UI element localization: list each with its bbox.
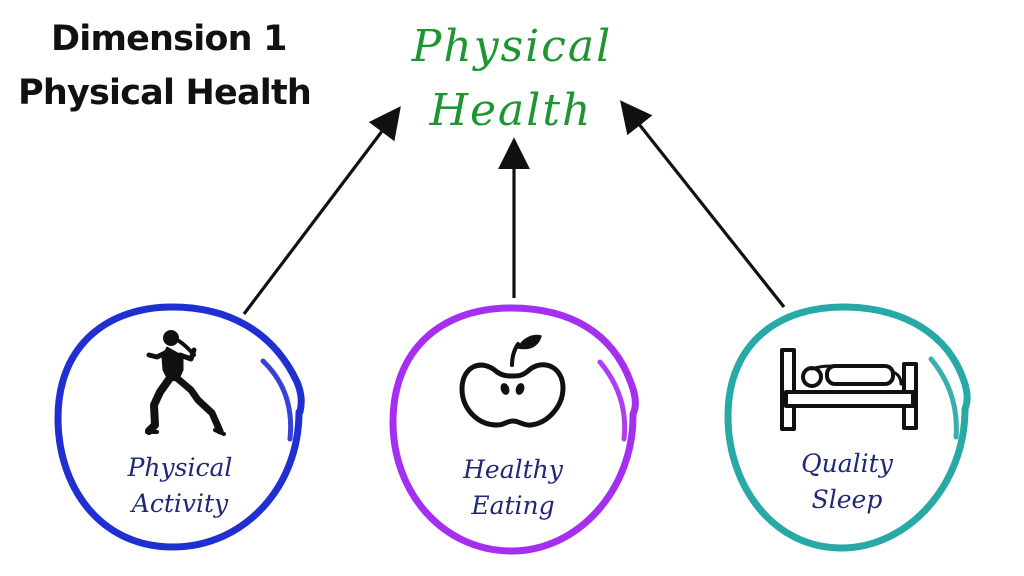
ring-quality-sleep bbox=[724, 303, 971, 552]
quality-sleep-line-1: Quality bbox=[801, 449, 893, 478]
physical-activity-line-2: Activity bbox=[131, 489, 229, 519]
runner-icon bbox=[145, 330, 226, 436]
apple-icon bbox=[459, 334, 566, 428]
physical-activity-label: Physical Activity bbox=[128, 450, 233, 523]
quality-sleep-label: Quality Sleep bbox=[801, 446, 893, 519]
ring-physical-activity bbox=[54, 303, 305, 551]
dimension-heading: Dimension 1 Physical Health bbox=[18, 12, 338, 121]
quality-sleep-line-2: Sleep bbox=[811, 485, 883, 515]
arrow-left bbox=[242, 106, 401, 315]
healthy-eating-line-1: Healthy bbox=[463, 455, 563, 484]
ring-healthy-eating bbox=[389, 304, 639, 555]
heading-line-2: Physical Health bbox=[18, 73, 312, 114]
arrow-right bbox=[620, 100, 786, 308]
physical-activity-line-1: Physical bbox=[127, 453, 233, 482]
heading-line-1: Dimension 1 bbox=[51, 19, 288, 59]
bed-icon bbox=[780, 348, 918, 431]
center-title-line-1: Physical bbox=[411, 21, 613, 72]
center-title: Physical Health bbox=[382, 15, 642, 143]
healthy-eating-label: Healthy Eating bbox=[463, 452, 563, 525]
healthy-eating-line-2: Eating bbox=[471, 491, 555, 521]
center-title-line-2: Health bbox=[429, 84, 593, 136]
